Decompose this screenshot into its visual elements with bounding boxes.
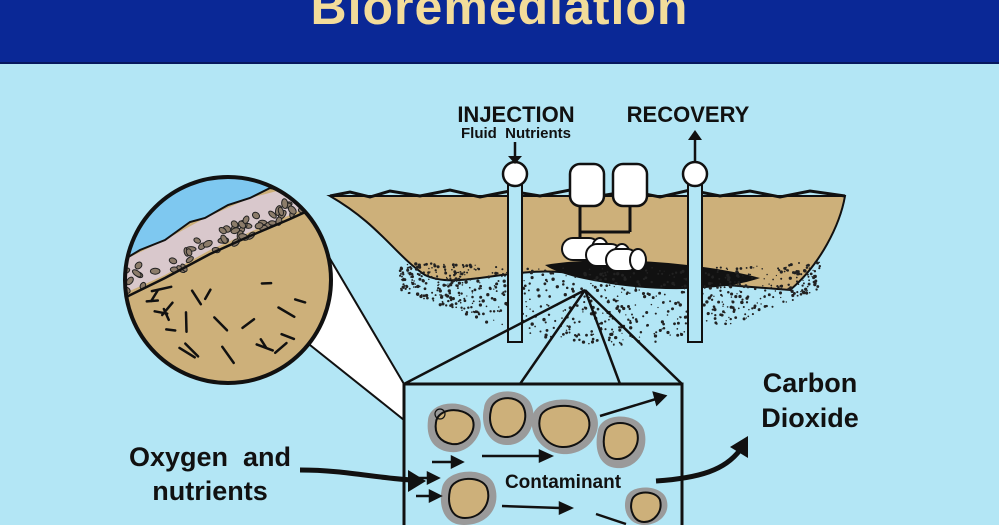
title-banner: Bioremediation	[0, 0, 999, 64]
detail-zoom-lines	[403, 288, 683, 386]
injection-well	[501, 142, 529, 343]
soil-grain	[427, 403, 481, 453]
carbon-dioxide-output-arrow	[655, 436, 748, 484]
contaminant-label: Contaminant	[505, 472, 622, 493]
ground-cross-section	[326, 188, 847, 346]
diagram-title: Bioremediation	[310, 0, 689, 35]
gravel-zone	[398, 261, 821, 346]
pore-detail-box	[402, 382, 684, 525]
injection-label: INJECTION	[457, 102, 574, 127]
carbon-dioxide-label-line2: Dioxide	[761, 403, 859, 433]
microbe-cells	[125, 180, 331, 294]
recovery-well	[681, 130, 709, 343]
soil-fragments	[145, 281, 307, 365]
buried-pipes	[561, 237, 647, 272]
treatment-tanks	[568, 162, 649, 248]
magnified-soil-circle	[123, 175, 333, 385]
flow-arrows	[414, 391, 668, 525]
carbon-dioxide-label-line1: Carbon	[763, 368, 858, 398]
soil-grain	[624, 487, 668, 525]
soil-grain	[440, 471, 497, 525]
oxygen-input-arrow	[299, 467, 426, 492]
oxygen-label-line1: Oxygen and	[129, 442, 291, 472]
soil-grain	[596, 416, 646, 469]
oxygen-label-line2: nutrients	[152, 476, 268, 506]
soil-grain	[482, 391, 534, 446]
contaminant-plume	[545, 260, 760, 290]
recovery-label: RECOVERY	[627, 102, 750, 127]
soil-grain	[531, 399, 598, 455]
fluid-nutrients-label: Fluid Nutrients	[461, 125, 571, 142]
